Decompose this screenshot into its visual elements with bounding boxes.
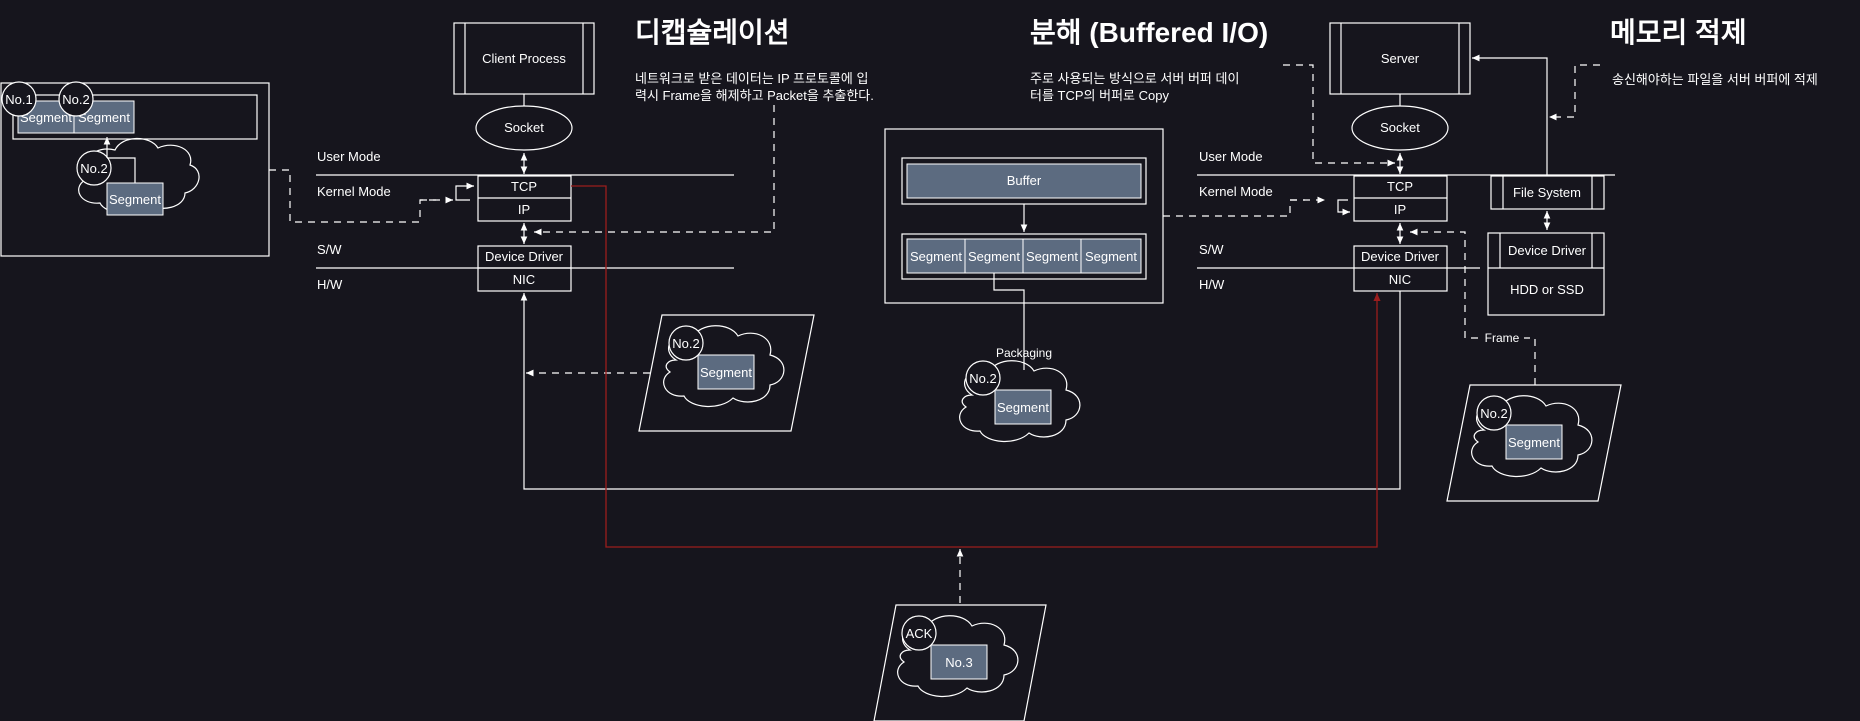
storage-stack: File System Device Driver HDD or SSD	[1487, 175, 1605, 316]
ack-no: No.3	[945, 655, 972, 670]
ack-packet: No.3 ACK	[873, 604, 1047, 721]
client-process: Client Process	[482, 51, 566, 66]
server-stack: Server Socket TCP IP Device Driver NIC	[1329, 22, 1471, 292]
buffer-seg-4: Segment	[1085, 249, 1137, 264]
ack-label: ACK	[906, 626, 933, 641]
packaged-seg: Segment	[997, 400, 1049, 415]
incoming-seg: Segment	[700, 365, 752, 380]
dash-frame-to-ip	[1410, 228, 1536, 385]
reassembly-cloud-seg: Segment	[109, 192, 161, 207]
server-process: Server	[1381, 51, 1420, 66]
reassembly-cloud-no: No.2	[80, 161, 107, 176]
client-kernel-mode: Kernel Mode	[317, 184, 391, 199]
server-kernel-mode: Kernel Mode	[1199, 184, 1273, 199]
heading-decapsulation: 디캡슐레이션	[635, 17, 790, 48]
storage-driver: Device Driver	[1508, 243, 1587, 258]
packaged-no: No.2	[969, 371, 996, 386]
heading-memory-stacking: 메모리 적제	[1610, 17, 1747, 48]
client-user-mode: User Mode	[317, 149, 381, 164]
dash-buffer-to-tcp	[1163, 199, 1305, 217]
frame-no: No.2	[1480, 406, 1507, 421]
server-sw: S/W	[1199, 242, 1224, 257]
buffer-seg-1: Segment	[910, 249, 962, 264]
buffer-label: Buffer	[1007, 173, 1042, 188]
physical-link	[520, 291, 1401, 490]
incoming-packet: Segment No.2	[638, 314, 815, 432]
storage-device: HDD or SSD	[1510, 282, 1584, 297]
server-socket: Socket	[1380, 120, 1420, 135]
ack-path	[571, 185, 1381, 548]
reassembly-no1: No.1	[5, 92, 32, 107]
buffer-panel: Buffer Segment Segment Segment Segment	[884, 128, 1164, 304]
client-nic: NIC	[513, 272, 535, 287]
client-ip: IP	[518, 202, 530, 217]
client-tcp: TCP	[511, 179, 537, 194]
note-frag-line1: 주로 사용되는 방식으로 서버 버퍼 데이	[1030, 71, 1239, 86]
client-driver: Device Driver	[485, 249, 564, 264]
client-sw: S/W	[317, 242, 342, 257]
server-driver: Device Driver	[1361, 249, 1440, 264]
server-hw: H/W	[1199, 277, 1225, 292]
reassembly-no2: No.2	[62, 92, 89, 107]
client-socket: Socket	[504, 120, 544, 135]
note-frag-line2: 터를 TCP의 버퍼로 Copy	[1030, 88, 1169, 103]
client-stack: Client Process Socket TCP IP Device Driv…	[453, 22, 595, 292]
file-system: File System	[1513, 185, 1581, 200]
incoming-no: No.2	[672, 336, 699, 351]
note-decap-line2: 력시 Frame을 해제하고 Packet을 추출한다.	[635, 88, 874, 103]
packaging-label: Packaging	[996, 346, 1052, 360]
client-hw: H/W	[317, 277, 343, 292]
server-user-mode: User Mode	[1199, 149, 1263, 164]
server-tcp: TCP	[1387, 179, 1413, 194]
reassembly-panel: Segment Segment No.1 No.2 Segment No.2	[0, 81, 270, 257]
note-mem-line1: 송신해야하는 파일을 서버 버퍼에 적제	[1612, 72, 1818, 87]
heading-fragmentation: 분해 (Buffered I/O)	[1030, 17, 1268, 48]
reassembly-seg1: Segment	[20, 110, 72, 125]
packaged-segment: Segment No.2	[959, 360, 1081, 442]
server-nic: NIC	[1389, 272, 1411, 287]
frame-label: Frame	[1485, 331, 1520, 345]
buffer-seg-2: Segment	[968, 249, 1020, 264]
frame-seg: Segment	[1508, 435, 1560, 450]
reassembly-seg2: Segment	[78, 110, 130, 125]
server-ip: IP	[1394, 202, 1406, 217]
note-decap-line1: 네트워크로 받은 데이터는 IP 프로토콜에 입	[635, 71, 868, 86]
buffer-seg-3: Segment	[1026, 249, 1078, 264]
frame-packet: Segment No.2	[1446, 384, 1622, 502]
